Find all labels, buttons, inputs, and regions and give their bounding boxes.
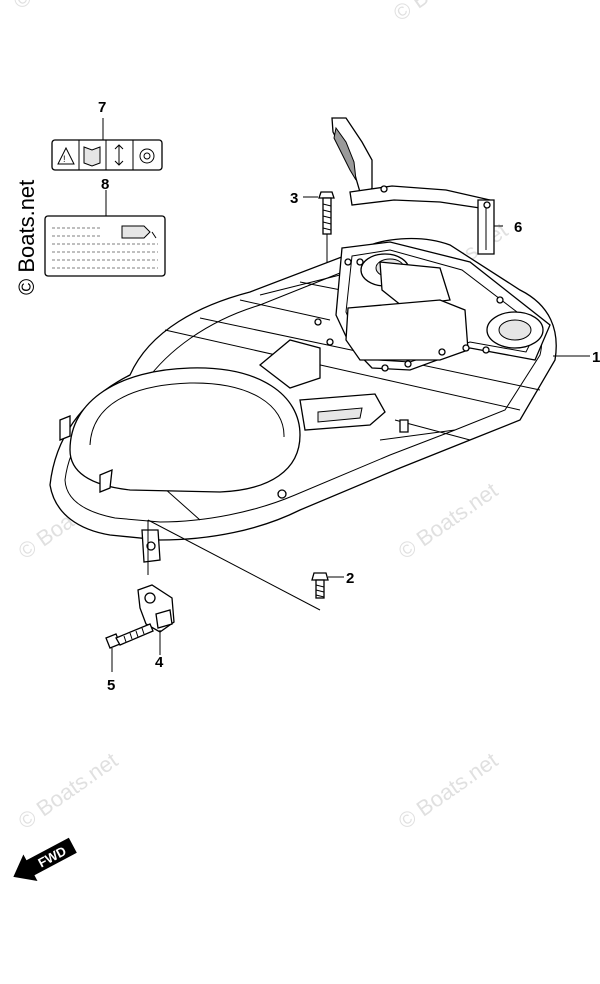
mount-boss (141, 529, 161, 563)
watermark-faint: © Boats.net (389, 0, 498, 26)
part-2-bolt (311, 572, 344, 599)
callout-7: 7 (98, 99, 106, 116)
manual-book-icon (83, 146, 101, 167)
fwd-arrow-icon: FWD (13, 837, 77, 882)
svg-text:!: ! (63, 154, 66, 164)
part-7-warning-label: ! (51, 118, 163, 171)
engine-cap-icon (139, 148, 155, 164)
callout-labels: 7 8 3 6 1 2 4 5 (98, 99, 600, 694)
callout-2: 2 (346, 570, 354, 587)
watermark-faint: © Boats.net (394, 477, 503, 564)
watermark-main: © Boats.net (14, 180, 39, 295)
watermark-faint: © Boats.net (14, 747, 123, 834)
watermark-faint: © Boats.net (394, 747, 503, 834)
fwd-label: FWD (36, 843, 69, 870)
callout-6: 6 (514, 219, 522, 236)
oil-can-icon (121, 225, 151, 239)
part-8-oil-label (44, 190, 166, 277)
up-down-arrow-icon (114, 144, 124, 166)
part-6-bracket (331, 117, 503, 255)
part-4-clamp (137, 584, 175, 655)
assembly-lines (147, 519, 321, 611)
part-5-bolt (105, 623, 154, 672)
part-1-under-cover (49, 237, 590, 541)
warning-triangle-icon (57, 146, 75, 165)
callout-5: 5 (107, 677, 115, 694)
callout-4: 4 (155, 654, 164, 671)
callout-1: 1 (592, 349, 600, 366)
callout-3: 3 (290, 190, 298, 207)
watermark-faint: © Boats.net (9, 0, 118, 14)
callout-8: 8 (101, 176, 109, 193)
